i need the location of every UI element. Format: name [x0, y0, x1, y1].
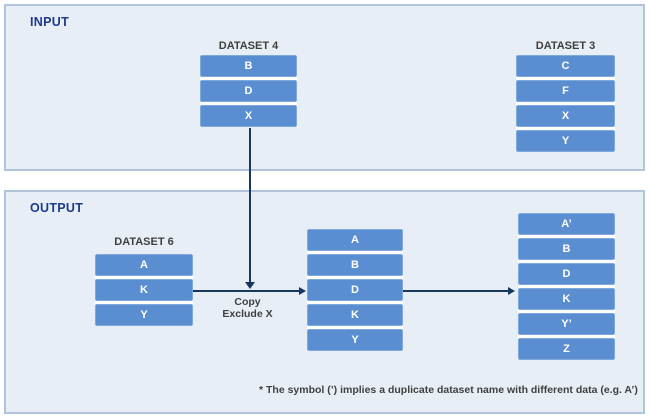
copy-label-line2: Exclude X: [222, 308, 273, 320]
intermediate-result-item-box: D: [307, 279, 403, 301]
intermediate-result-item-box: A: [307, 229, 403, 251]
footnote: * The symbol (’) implies a duplicate dat…: [259, 384, 638, 396]
dataset-3-title: DATASET 3: [535, 40, 596, 52]
dataset-6-item-box: K: [95, 279, 193, 301]
dataset-6-item-box: Y: [95, 304, 193, 326]
dataset-3-item-box: Y: [516, 130, 615, 152]
arrowhead-right-icon: [508, 287, 515, 295]
copy-label-line1: Copy: [234, 296, 261, 308]
dataset-3-item-box: F: [516, 80, 615, 102]
dataset-3-item-box: X: [516, 105, 615, 127]
dataset-4-item-box: X: [200, 105, 297, 127]
flow-arrow-line: [403, 290, 509, 292]
final-result-item-box: Y’: [518, 313, 615, 335]
copy-arrow-line: [193, 290, 300, 292]
exclude-x-arrow-line: [249, 128, 251, 283]
intermediate-result-item-box: K: [307, 304, 403, 326]
intermediate-result-item-box: Y: [307, 329, 403, 351]
output-panel-title: OUTPUT: [30, 201, 84, 215]
copy-exclude-label: Copy Exclude X: [200, 296, 295, 320]
intermediate-result-item-box: B: [307, 254, 403, 276]
dataset-4-item-box: D: [200, 80, 297, 102]
final-result-item-box: A’: [518, 213, 615, 235]
dataset-6-item-box: A: [95, 254, 193, 276]
final-result-item-box: K: [518, 288, 615, 310]
dataset-4-title: DATASET 4: [218, 40, 279, 52]
input-panel-title: INPUT: [30, 15, 69, 29]
dataset-3-item-box: C: [516, 55, 615, 77]
dataset-4-item-box: B: [200, 55, 297, 77]
final-result-item-box: Z: [518, 338, 615, 360]
final-result-item-box: B: [518, 238, 615, 260]
arrowhead-down-icon: [245, 282, 255, 289]
final-result-item-box: D: [518, 263, 615, 285]
arrowhead-right-icon: [299, 287, 306, 295]
dataset-6-title: DATASET 6: [114, 236, 174, 248]
